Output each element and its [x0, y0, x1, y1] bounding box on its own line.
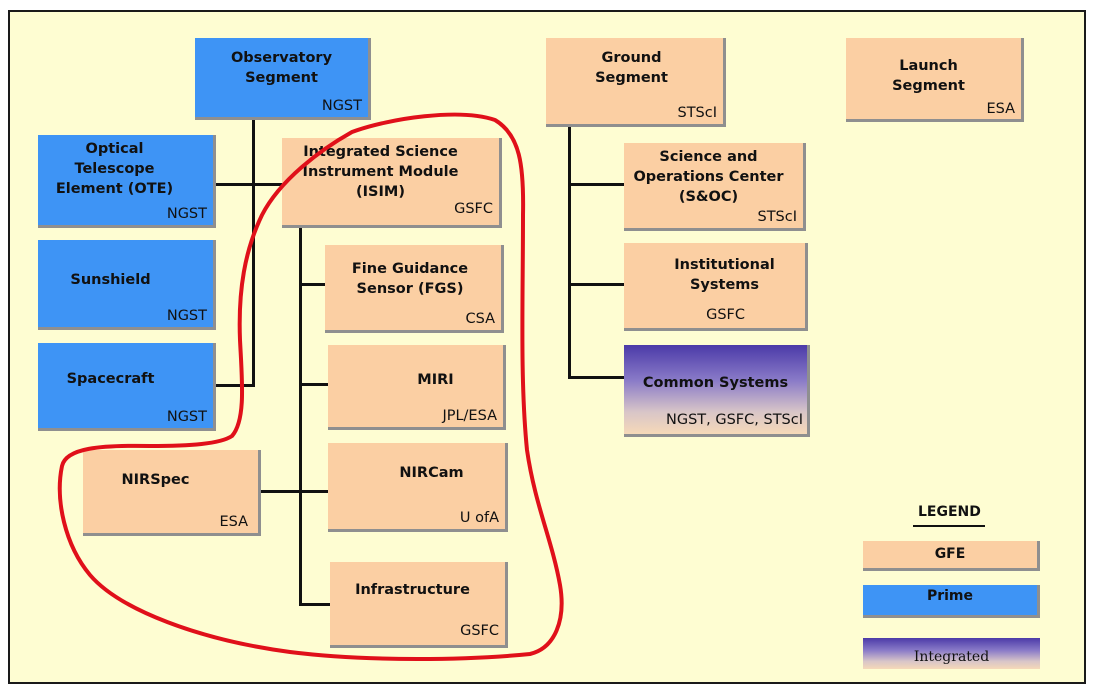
- institutional-systems-box: Institutional Systems GSFC: [624, 243, 808, 331]
- box-org: JPL/ESA: [442, 408, 497, 424]
- connector-ground-trunk: [568, 125, 571, 379]
- box-title: MIRI: [417, 372, 454, 388]
- soc-box: Science and Operations Center (S&OC) STS…: [624, 143, 806, 231]
- connector-infrastructure: [299, 603, 331, 606]
- box-org: NGST: [166, 409, 207, 425]
- nirspec-box: NIRSpec ESA: [83, 450, 261, 536]
- box-title: Fine Guidance Sensor (FGS): [351, 261, 469, 297]
- legend-title: LEGEND: [918, 504, 981, 520]
- box-title: NIRSpec: [121, 472, 190, 488]
- box-title: NIRCam: [399, 465, 464, 481]
- connector-ote: [215, 183, 285, 186]
- box-org: NGST: [321, 98, 362, 114]
- legend-gfe: GFE: [863, 541, 1040, 571]
- sunshield-box: Sunshield NGST: [38, 240, 216, 330]
- box-org: ESA: [986, 101, 1015, 117]
- box-org: STScI: [757, 209, 797, 225]
- connector-spacecraft: [215, 384, 255, 387]
- connector-isim-trunk: [299, 225, 302, 605]
- box-title: Science and Operations Center (S&OC): [633, 149, 784, 205]
- box-org: STScI: [677, 105, 717, 121]
- ground-segment-box: Ground Segment STScI: [546, 38, 726, 127]
- launch-segment-box: Launch Segment ESA: [846, 38, 1024, 122]
- legend-prime: Prime: [863, 585, 1040, 618]
- infrastructure-box: Infrastructure GSFC: [330, 562, 508, 648]
- box-title: Spacecraft: [66, 371, 155, 387]
- box-title: Institutional Systems: [674, 257, 775, 293]
- spacecraft-box: Spacecraft NGST: [38, 343, 216, 431]
- connector-observatory-trunk: [252, 118, 255, 386]
- highlight-outline: [57, 112, 564, 661]
- connector-soc: [568, 183, 625, 186]
- ote-box: Optical Telescope Element (OTE) NGST: [38, 135, 216, 228]
- legend-integrated-label: Integrated: [913, 649, 990, 665]
- miri-box: MIRI JPL/ESA: [328, 345, 506, 430]
- connector-institutional: [568, 283, 625, 286]
- box-org: U ofA: [459, 510, 499, 526]
- connector-miri: [299, 383, 329, 386]
- box-title: Sunshield: [70, 272, 151, 288]
- box-org: GSFC: [460, 623, 499, 639]
- box-title: Infrastructure: [355, 582, 470, 598]
- legend-gfe-label: GFE: [934, 546, 966, 562]
- common-systems-box: Common Systems NGST, GSFC, STScI: [624, 345, 810, 437]
- connector-fgs: [299, 283, 327, 286]
- legend-integrated: Integrated: [863, 638, 1040, 669]
- box-title: Launch Segment: [892, 58, 965, 94]
- connector-nirspec-nircam: [259, 490, 329, 493]
- box-title: Integrated Science Instrument Module (IS…: [302, 144, 459, 200]
- box-title: Observatory Segment: [230, 50, 333, 86]
- legend-prime-label: Prime: [926, 588, 974, 604]
- box-org: GSFC: [454, 201, 493, 217]
- box-org: ESA: [219, 514, 248, 530]
- box-org: GSFC: [706, 307, 745, 323]
- box-org: NGST: [166, 206, 207, 222]
- observatory-segment-box: Observatory Segment NGST: [195, 38, 371, 120]
- box-org: NGST, GSFC, STScI: [666, 412, 803, 428]
- box-title: Optical Telescope Element (OTE): [55, 141, 174, 197]
- box-org: NGST: [166, 308, 207, 324]
- legend-underline: [913, 525, 985, 527]
- fgs-box: Fine Guidance Sensor (FGS) CSA: [325, 245, 504, 333]
- connector-common: [568, 376, 624, 379]
- box-title: Ground Segment: [595, 50, 668, 86]
- box-title: Common Systems: [642, 375, 789, 391]
- box-org: CSA: [465, 311, 495, 327]
- nircam-box: NIRCam U ofA: [328, 443, 508, 532]
